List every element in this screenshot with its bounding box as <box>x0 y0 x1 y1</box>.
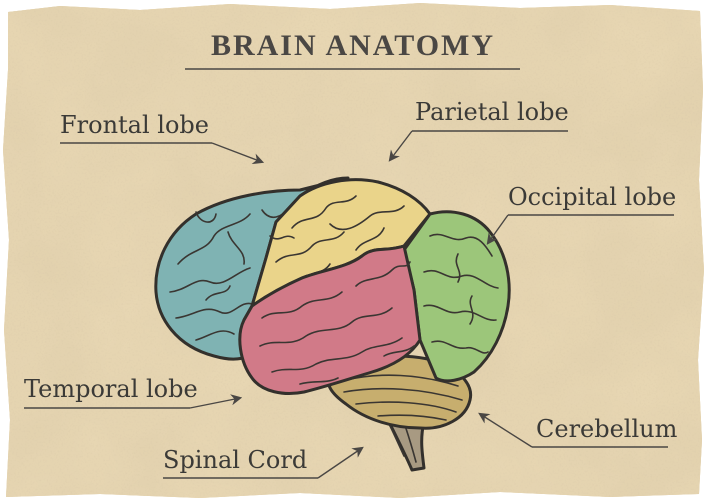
label-temporal-lobe: Temporal lobe <box>24 375 243 409</box>
label-frontal-lobe: Frontal lobe <box>60 111 265 165</box>
spinal-cord-arrow <box>317 446 364 479</box>
label-occipital-lobe-text: Occipital lobe <box>508 183 676 211</box>
brain-illustration <box>154 176 511 472</box>
temporal-lobe-region <box>238 244 422 395</box>
label-occipital-lobe: Occipital lobe <box>486 183 676 245</box>
parietal-lobe-arrow <box>388 130 413 162</box>
cerebellum-arrow <box>478 412 533 448</box>
frontal-lobe-arrow <box>211 142 265 165</box>
temporal-lobe-arrow <box>189 394 243 409</box>
occipital-lobe-region <box>402 210 511 383</box>
label-temporal-lobe-text: Temporal lobe <box>24 375 198 403</box>
label-parietal-lobe-text: Parietal lobe <box>415 98 569 126</box>
label-spinal-cord: Spinal Cord <box>163 446 364 479</box>
label-spinal-cord-text: Spinal Cord <box>163 446 307 474</box>
page-title: BRAIN ANATOMY <box>211 29 495 62</box>
occipital-lobe-arrow <box>486 214 509 245</box>
label-parietal-lobe: Parietal lobe <box>388 98 569 162</box>
label-cerebellum: Cerebellum <box>478 412 678 448</box>
label-frontal-lobe-text: Frontal lobe <box>60 111 209 139</box>
label-cerebellum-text: Cerebellum <box>536 415 678 443</box>
